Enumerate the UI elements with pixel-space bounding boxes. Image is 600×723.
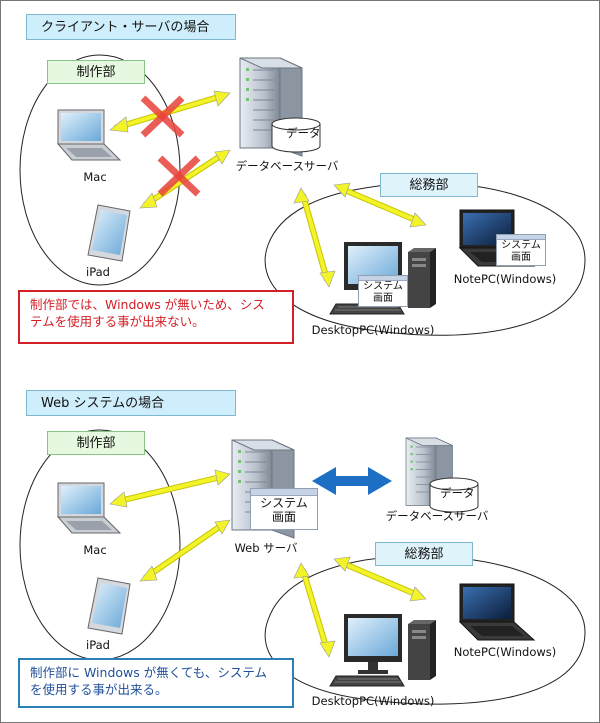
- arrow-ipad-webserver-bottom: [139, 519, 231, 582]
- group-outline-general-bottom: [264, 555, 586, 705]
- mac-label: Mac: [83, 170, 107, 184]
- group-label-general: 総務部: [375, 542, 473, 566]
- data-label: データ: [286, 126, 321, 140]
- desktop-pc-label: DesktopPC(Windows): [311, 694, 435, 708]
- arrow-webserver-notepc-bottom: [333, 556, 427, 602]
- note-web-system: 制作部に Windows が無くても、システム を使用する事が出来る。: [18, 658, 294, 708]
- mac-label: Mac: [83, 543, 107, 557]
- note-client-server: 制作部では、Windows が無いため、シス テムを使用する事が出来ない。: [18, 290, 294, 344]
- cross-mark-ipad-top: [157, 155, 201, 197]
- note-line1: 制作部では、Windows が無いため、シス: [30, 297, 265, 312]
- group-outline-general-top: [264, 182, 586, 336]
- database-server-label: データベースサーバ: [385, 509, 489, 523]
- mac-laptop-icon: [57, 109, 121, 161]
- note-line2: テムを使用する事が出来ない。: [30, 314, 205, 329]
- arrow-mac-webserver-bottom: [109, 469, 231, 508]
- web-server-label: Web サーバ: [234, 541, 298, 555]
- group-label-sales: 制作部: [47, 431, 145, 455]
- ipad-icon: [87, 577, 131, 635]
- database-server-label: データベースサーバ: [235, 159, 339, 173]
- ipad-label: iPad: [86, 265, 110, 279]
- arrow-webserver-dbserver-bottom: [312, 467, 392, 495]
- group-outline-sales-top: [19, 54, 181, 286]
- system-screen-line1: システム: [363, 281, 403, 292]
- desktop-pc-icon: [329, 613, 437, 687]
- group-label-general: 総務部: [380, 173, 478, 197]
- ipad-icon: [87, 204, 131, 262]
- system-screen-line2: 画面: [271, 510, 296, 524]
- arrow-webserver-desktop-bottom: [293, 562, 336, 658]
- note-line1: 制作部に Windows が無くても、システム: [30, 665, 267, 680]
- section-title-web-system: Web システムの場合: [26, 390, 236, 416]
- data-label: データ: [440, 486, 475, 500]
- ipad-label: iPad: [86, 638, 110, 652]
- system-screen-window: システム 画面: [496, 234, 546, 266]
- arrow-dbserver-desktop-top: [293, 187, 336, 288]
- system-screen-line2: 画面: [373, 293, 393, 304]
- system-screen-line2: 画面: [511, 252, 531, 263]
- arrow-dbserver-notepc-top: [333, 182, 427, 228]
- notepc-label: NotePC(Windows): [453, 272, 557, 286]
- desktop-pc-label: DesktopPC(Windows): [311, 323, 435, 337]
- system-screen-line1: システム: [260, 496, 308, 510]
- note-line2: を使用する事が出来る。: [30, 682, 168, 697]
- mac-laptop-icon: [57, 482, 121, 534]
- group-label-sales: 制作部: [47, 60, 145, 84]
- cross-mark-mac-top: [140, 95, 185, 138]
- notepc-laptop-icon: [459, 583, 535, 641]
- system-screen-line1: システム: [501, 240, 541, 251]
- system-screen-window: システム 画面: [250, 488, 318, 530]
- system-screen-window: システム 画面: [358, 275, 408, 307]
- notepc-label: NotePC(Windows): [453, 645, 557, 659]
- section-title-client-server: クライアント・サーバの場合: [26, 14, 236, 40]
